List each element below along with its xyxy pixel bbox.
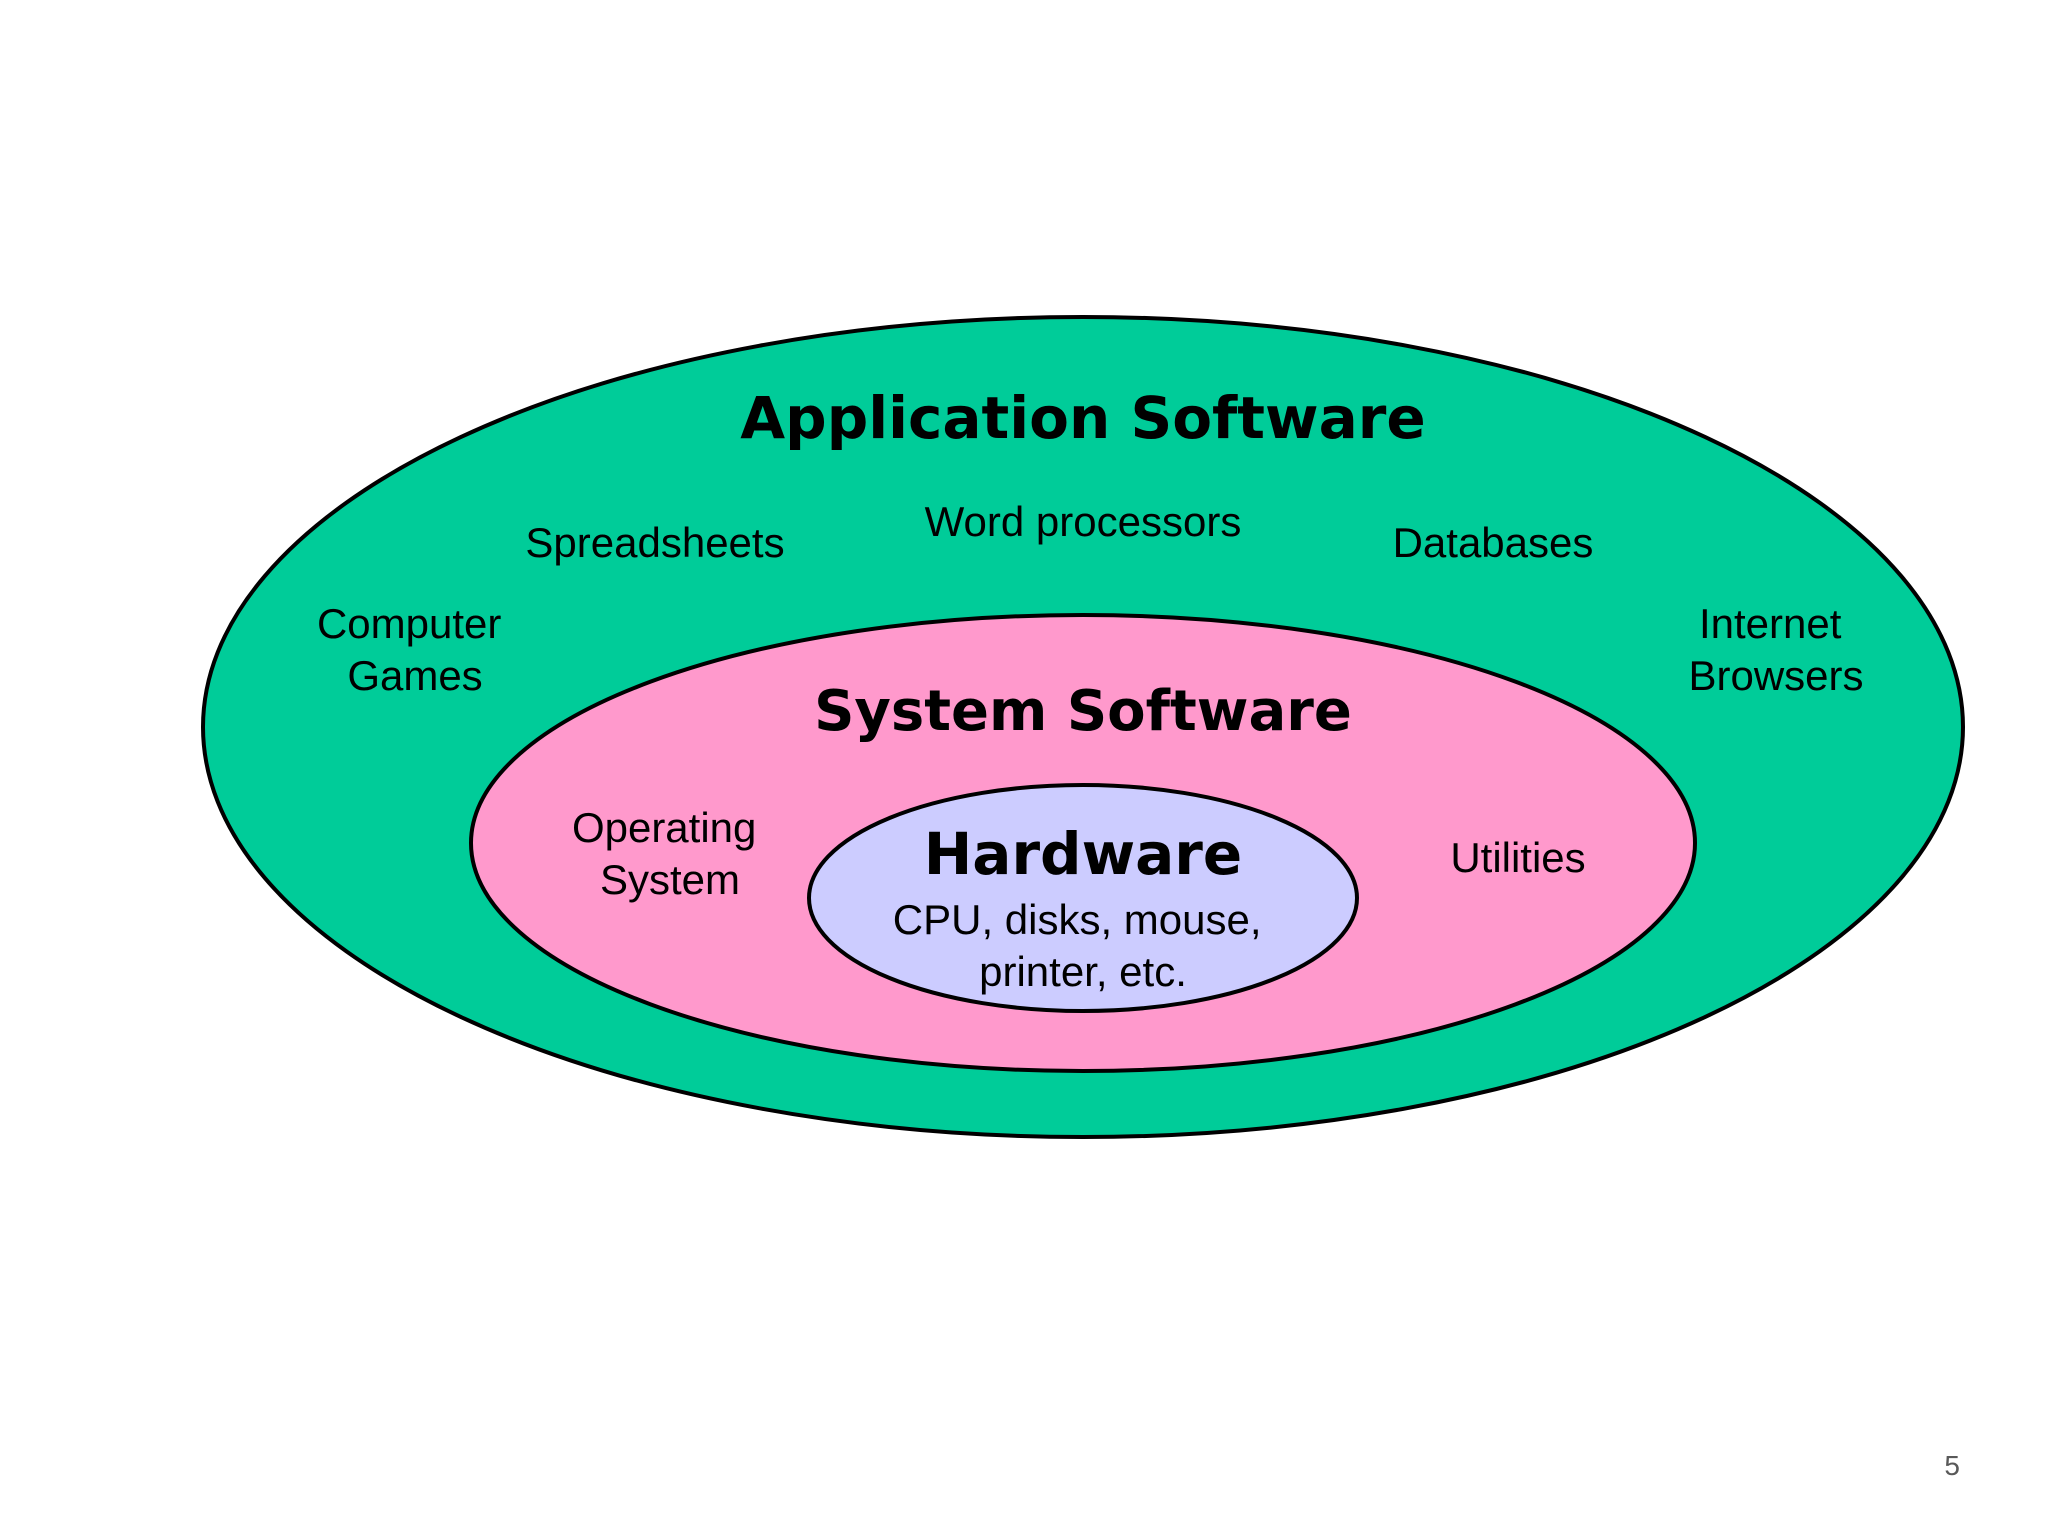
databases-label: Databases [1393,519,1594,566]
hardware-examples-label: CPU, disks, mouse, printer, etc. [893,896,1273,995]
application-software-title: Application Software [740,384,1425,452]
operating-system-label: Operating System [572,804,768,903]
internet-browsers-label: Internet Browsers [1688,600,1863,699]
internet-browsers-line-1: Internet [1699,600,1842,647]
spreadsheets-label: Spreadsheets [525,519,784,566]
computer-games-label: Computer Games [317,600,513,699]
operating-system-line-1: Operating [572,804,756,851]
computer-games-line-2: Games [347,652,482,699]
hardware-examples-line-2: printer, etc. [979,948,1187,995]
page-number: 5 [1944,1450,1960,1481]
utilities-label: Utilities [1450,834,1585,881]
operating-system-line-2: System [600,856,740,903]
system-software-title: System Software [814,679,1352,744]
hardware-title: Hardware [924,820,1242,888]
computer-games-line-1: Computer [317,600,501,647]
word-processors-label: Word processors [925,498,1242,545]
internet-browsers-line-2: Browsers [1688,652,1863,699]
hardware-examples-line-1: CPU, disks, mouse, [893,896,1262,943]
hardware-ellipse [807,783,1359,1013]
